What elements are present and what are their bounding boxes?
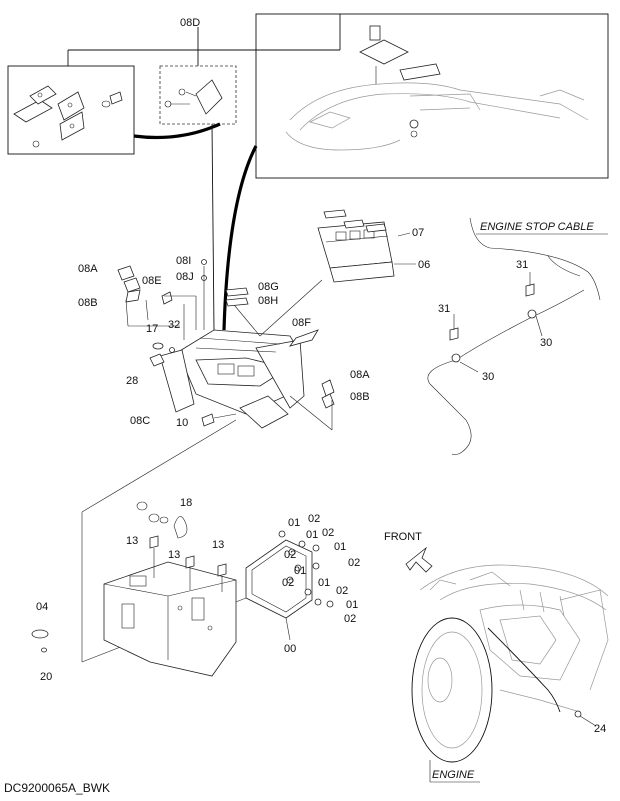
label-08G: 08G — [258, 281, 279, 293]
label-32: 32 — [168, 319, 180, 331]
label-30-b: 30 — [482, 371, 494, 383]
cover-00-assembly — [245, 530, 334, 641]
label-08I: 08I — [176, 255, 191, 267]
label-02-6: 02 — [336, 585, 348, 597]
floor-frame-assembly — [31, 501, 237, 677]
label-08D: 08D — [180, 17, 200, 29]
label-01-4: 01 — [294, 565, 306, 577]
labels: 08D 07 06 08I 08J 08A 08E 08G 08H 08B 17… — [4, 17, 606, 795]
label-08J: 08J — [176, 271, 194, 283]
label-17: 17 — [146, 323, 158, 335]
label-31-a: 31 — [516, 259, 528, 271]
front-arrow-icon — [405, 546, 433, 573]
label-01-5: 01 — [318, 577, 330, 589]
label-07: 07 — [412, 227, 424, 239]
drawing-id: DC9200065A_BWK — [4, 781, 110, 795]
label-02-2: 02 — [322, 527, 334, 539]
label-02-1: 02 — [308, 513, 320, 525]
bolt-row — [278, 530, 334, 608]
label-04: 04 — [36, 601, 48, 613]
label-02-7: 02 — [344, 613, 356, 625]
label-30-a: 30 — [540, 337, 552, 349]
label-08A-right: 08A — [350, 369, 370, 381]
detail-box-08D — [159, 65, 237, 125]
label-10: 10 — [176, 417, 188, 429]
label-24: 24 — [594, 723, 606, 735]
label-08A-top: 08A — [78, 263, 98, 275]
label-18: 18 — [180, 497, 192, 509]
label-08F: 08F — [292, 317, 311, 329]
caption-engine: ENGINE — [432, 769, 475, 781]
label-13-b: 13 — [168, 549, 180, 561]
detail-box-bracket — [7, 65, 135, 155]
detail-box-seat-base — [255, 13, 609, 179]
label-13-a: 13 — [126, 535, 138, 547]
engine-stop-cable-assembly — [427, 217, 601, 455]
clip-drawing — [164, 79, 223, 115]
label-02-3: 02 — [284, 549, 296, 561]
seat-base-drawing — [285, 25, 589, 151]
label-06: 06 — [418, 259, 430, 271]
label-08H: 08H — [258, 295, 278, 307]
detail-08D-group — [7, 13, 609, 331]
engine-view — [405, 546, 609, 763]
label-13-c: 13 — [212, 539, 224, 551]
label-31-b: 31 — [438, 303, 450, 315]
label-02-4: 02 — [348, 557, 360, 569]
label-08B-top: 08B — [78, 297, 98, 309]
caption-front: FRONT — [384, 531, 422, 543]
label-08C: 08C — [130, 415, 150, 427]
label-01-2: 01 — [306, 529, 318, 541]
label-08E: 08E — [142, 275, 162, 287]
label-08B-right: 08B — [350, 391, 370, 403]
label-01-3: 01 — [334, 541, 346, 553]
label-28: 28 — [126, 375, 138, 387]
caption-engine-stop-cable: ENGINE STOP CABLE — [480, 221, 594, 233]
label-20: 20 — [40, 671, 52, 683]
label-00: 00 — [284, 643, 296, 655]
label-01-1: 01 — [288, 517, 300, 529]
bracket-drawing — [13, 85, 123, 148]
label-01-6: 01 — [346, 599, 358, 611]
label-02-5: 02 — [282, 577, 294, 589]
console-assembly — [81, 209, 416, 663]
